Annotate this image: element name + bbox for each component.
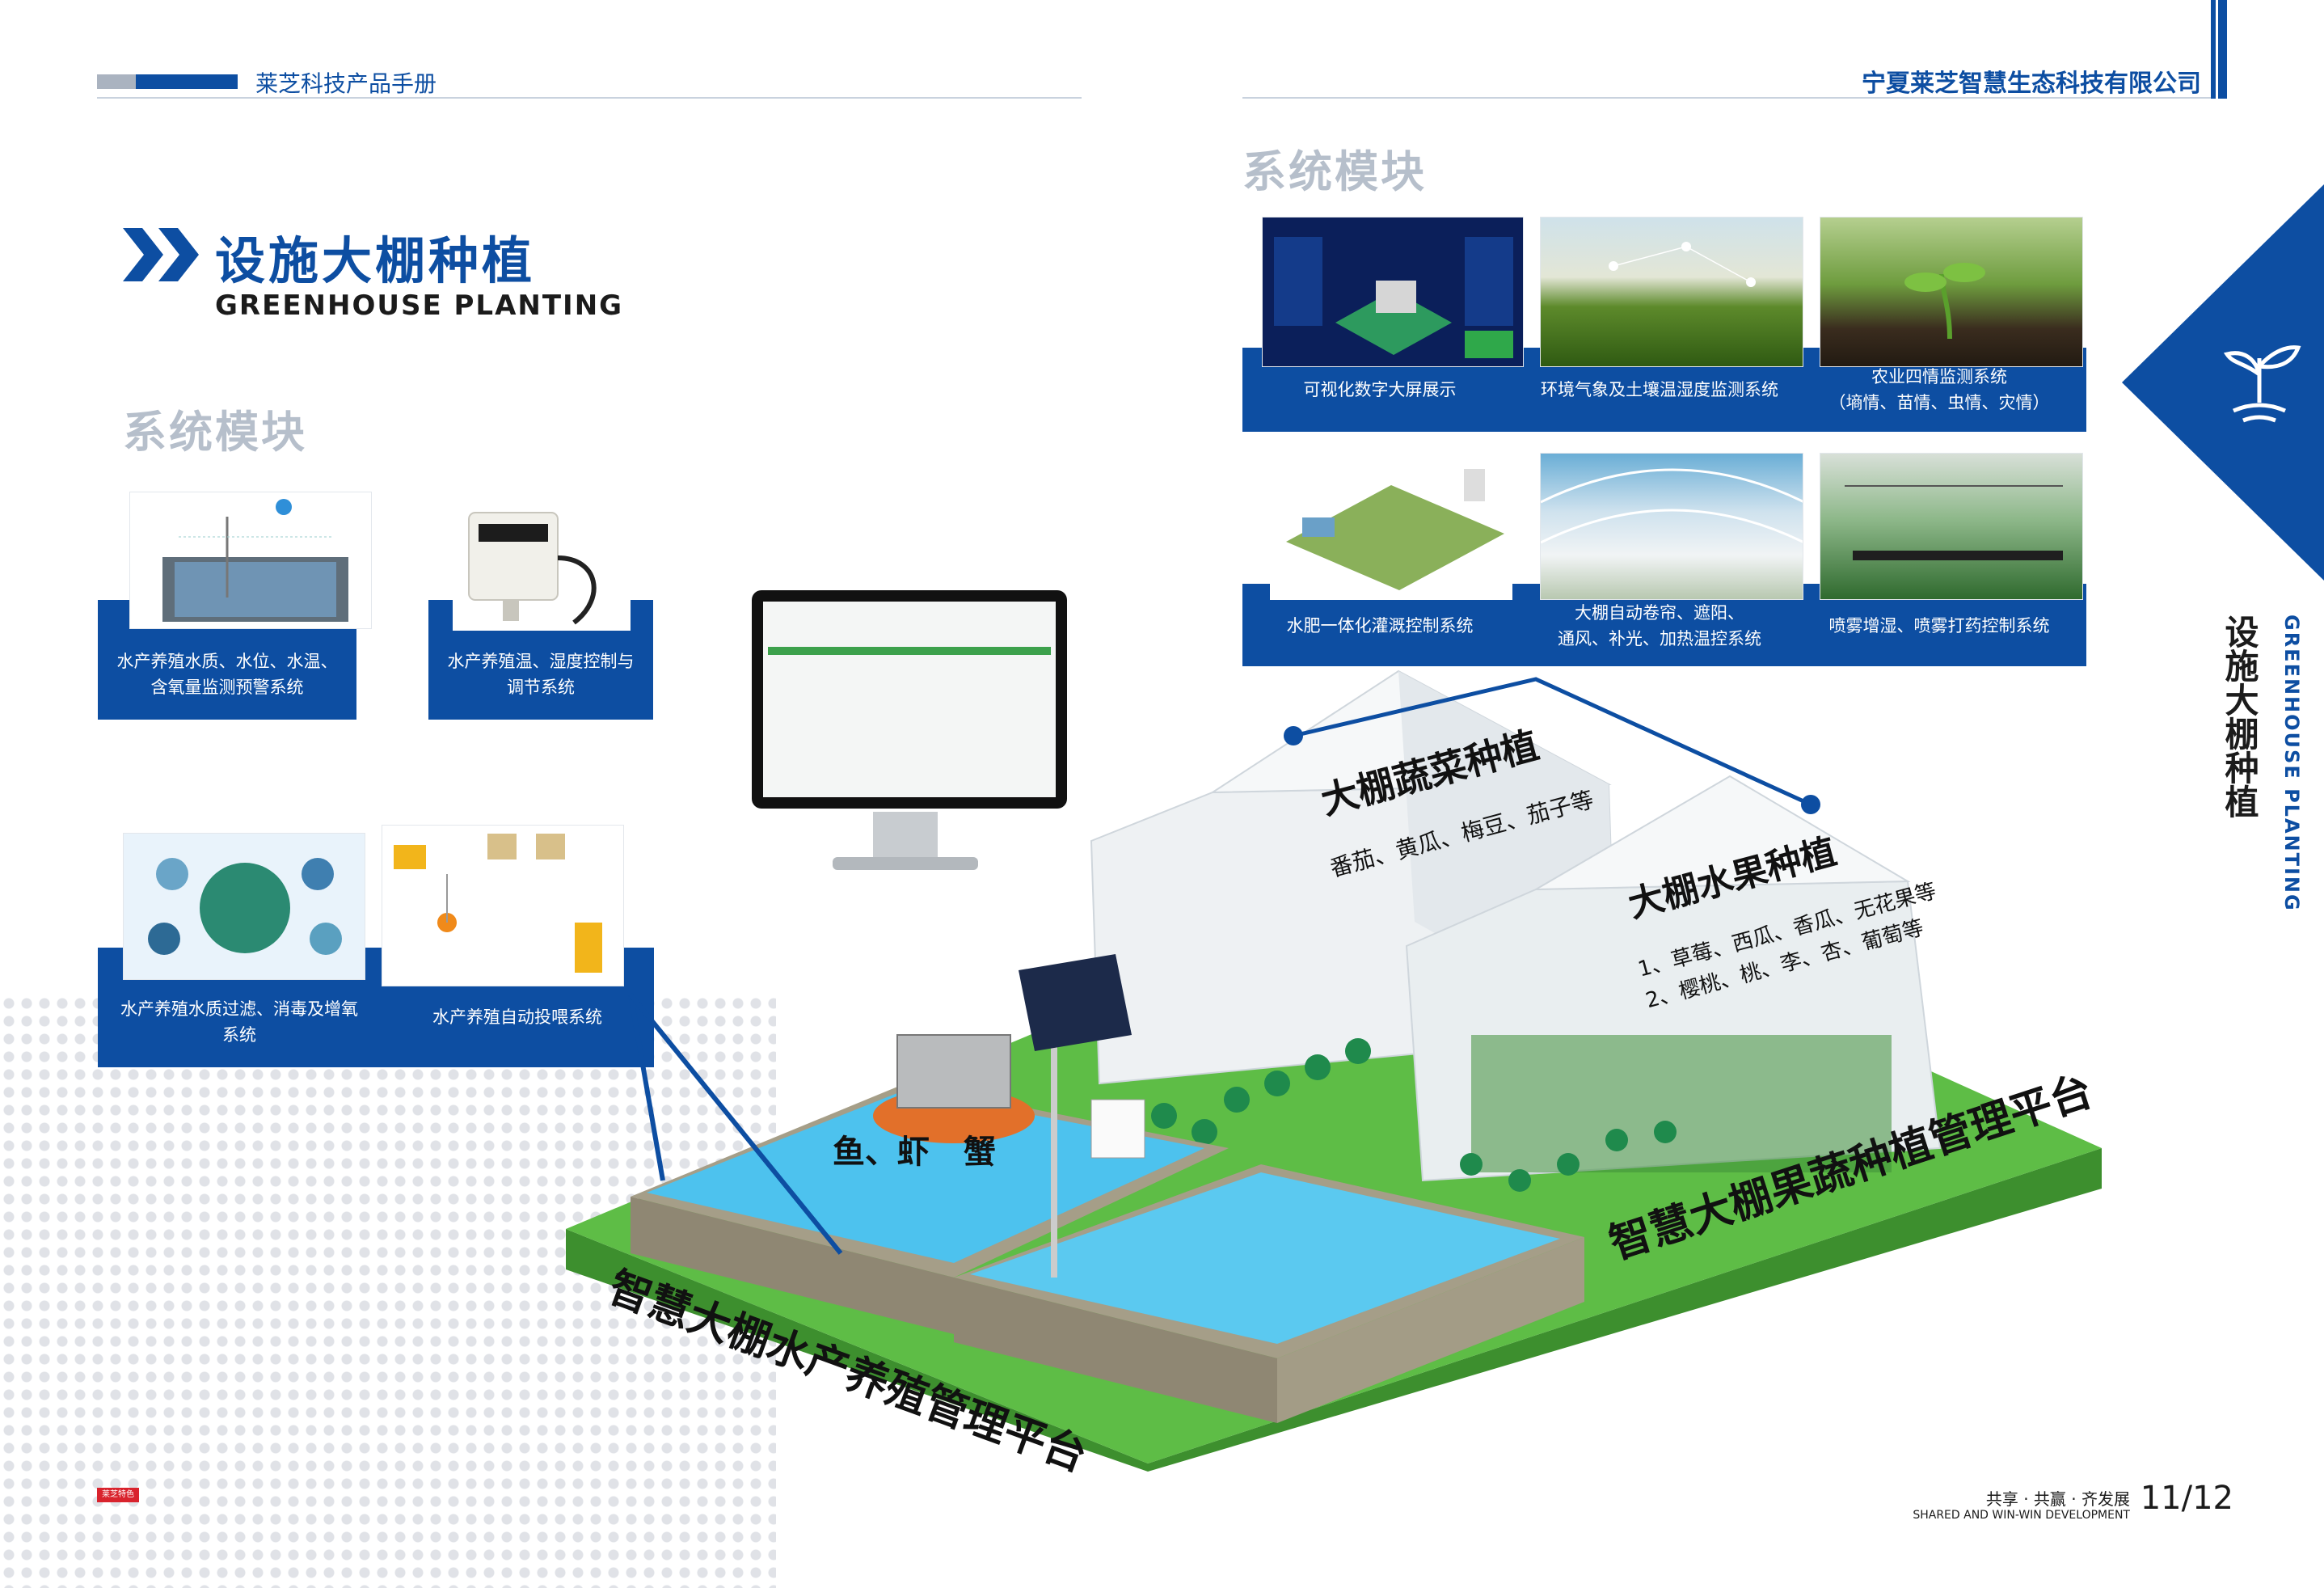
page-number: 11/12 xyxy=(2140,1480,2233,1517)
greenhouse-interior-thumb xyxy=(1540,453,1803,600)
right-page: 宁夏莱芝智慧生态科技有限公司 系统模块 可视化数字大屏展示 环境气象及土壤温湿度… xyxy=(1162,0,2324,1588)
pond-sensor-diagram xyxy=(129,492,372,629)
company-name: 宁夏莱芝智慧生态科技有限公司 xyxy=(1862,70,2201,98)
module-label: 环境气象及土壤温湿度监测系统 xyxy=(1541,380,1778,399)
side-title-en: GREENHOUSE PLANTING xyxy=(2280,615,2303,912)
auto-feeder-diagram xyxy=(382,825,624,986)
module-label: 喷雾增湿、喷雾打药控制系统 xyxy=(1828,616,2050,636)
misting-spray-thumb xyxy=(1820,453,2083,600)
module-label: 水产养殖温、湿度控制与调节系统 xyxy=(447,652,635,697)
slogan-cn: 共享 · 共赢 · 齐发展 xyxy=(1985,1489,2130,1509)
side-title-cn: 设施大棚种植 xyxy=(2220,615,2259,818)
header-divider xyxy=(97,97,1082,99)
module-sublabel: （墒情、苗情、虫情、灾情） xyxy=(1828,393,2050,412)
module-label: 农业四情监测系统 xyxy=(1871,367,2007,386)
filtration-diagram xyxy=(123,833,365,980)
smart-farm-illustration: 大棚蔬菜种植 番茄、黄瓜、梅豆、茄子等 大棚水果种植 1、草莓、西瓜、香瓜、无花… xyxy=(566,582,2118,1481)
module-label: 水产养殖水质过滤、消毒及增氧系统 xyxy=(120,999,358,1045)
thermo-hygrometer-device xyxy=(453,501,631,631)
seedling-monitor-thumb xyxy=(1820,217,2083,367)
module-label: 大棚自动卷帘、遮阳、 xyxy=(1575,603,1744,623)
module-sublabel: 通风、补光、加热温控系统 xyxy=(1558,629,1761,648)
header-accent-blue xyxy=(136,74,238,89)
brand-badge: 莱芝特色 xyxy=(97,1488,139,1502)
farm-scene-graphic xyxy=(566,590,2102,1472)
module-label: 水产养殖自动投喂系统 xyxy=(432,1007,602,1027)
module-label: 可视化数字大屏展示 xyxy=(1303,380,1457,399)
double-chevron-icon xyxy=(123,228,199,281)
manual-title: 莱芝科技产品手册 xyxy=(255,70,437,97)
pond-species-label: 鱼、虾 蟹 xyxy=(833,1134,996,1171)
header-divider xyxy=(1242,97,2212,99)
header-accent-bar xyxy=(2211,0,2227,99)
module-label: 水产养殖水质、水位、水温、含氧量监测预警系统 xyxy=(116,652,338,697)
sprout-icon xyxy=(2223,345,2301,423)
slogan-en: SHARED AND WIN-WIN DEVELOPMENT xyxy=(1913,1509,2130,1522)
section-label-left: 系统模块 xyxy=(123,407,307,458)
page-subtitle-en: GREENHOUSE PLANTING xyxy=(215,289,624,322)
module-label: 水肥一体化灌溉控制系统 xyxy=(1286,616,1474,636)
side-tab-triangle xyxy=(2122,184,2324,581)
dashboard-screen-thumb xyxy=(1262,217,1524,367)
irrigation-system-thumb xyxy=(1270,453,1512,600)
page-title: 设施大棚种植 xyxy=(215,231,536,290)
field-weather-thumb xyxy=(1540,217,1803,367)
header-accent-grey xyxy=(97,74,136,89)
section-label-right: 系统模块 xyxy=(1242,146,1427,197)
